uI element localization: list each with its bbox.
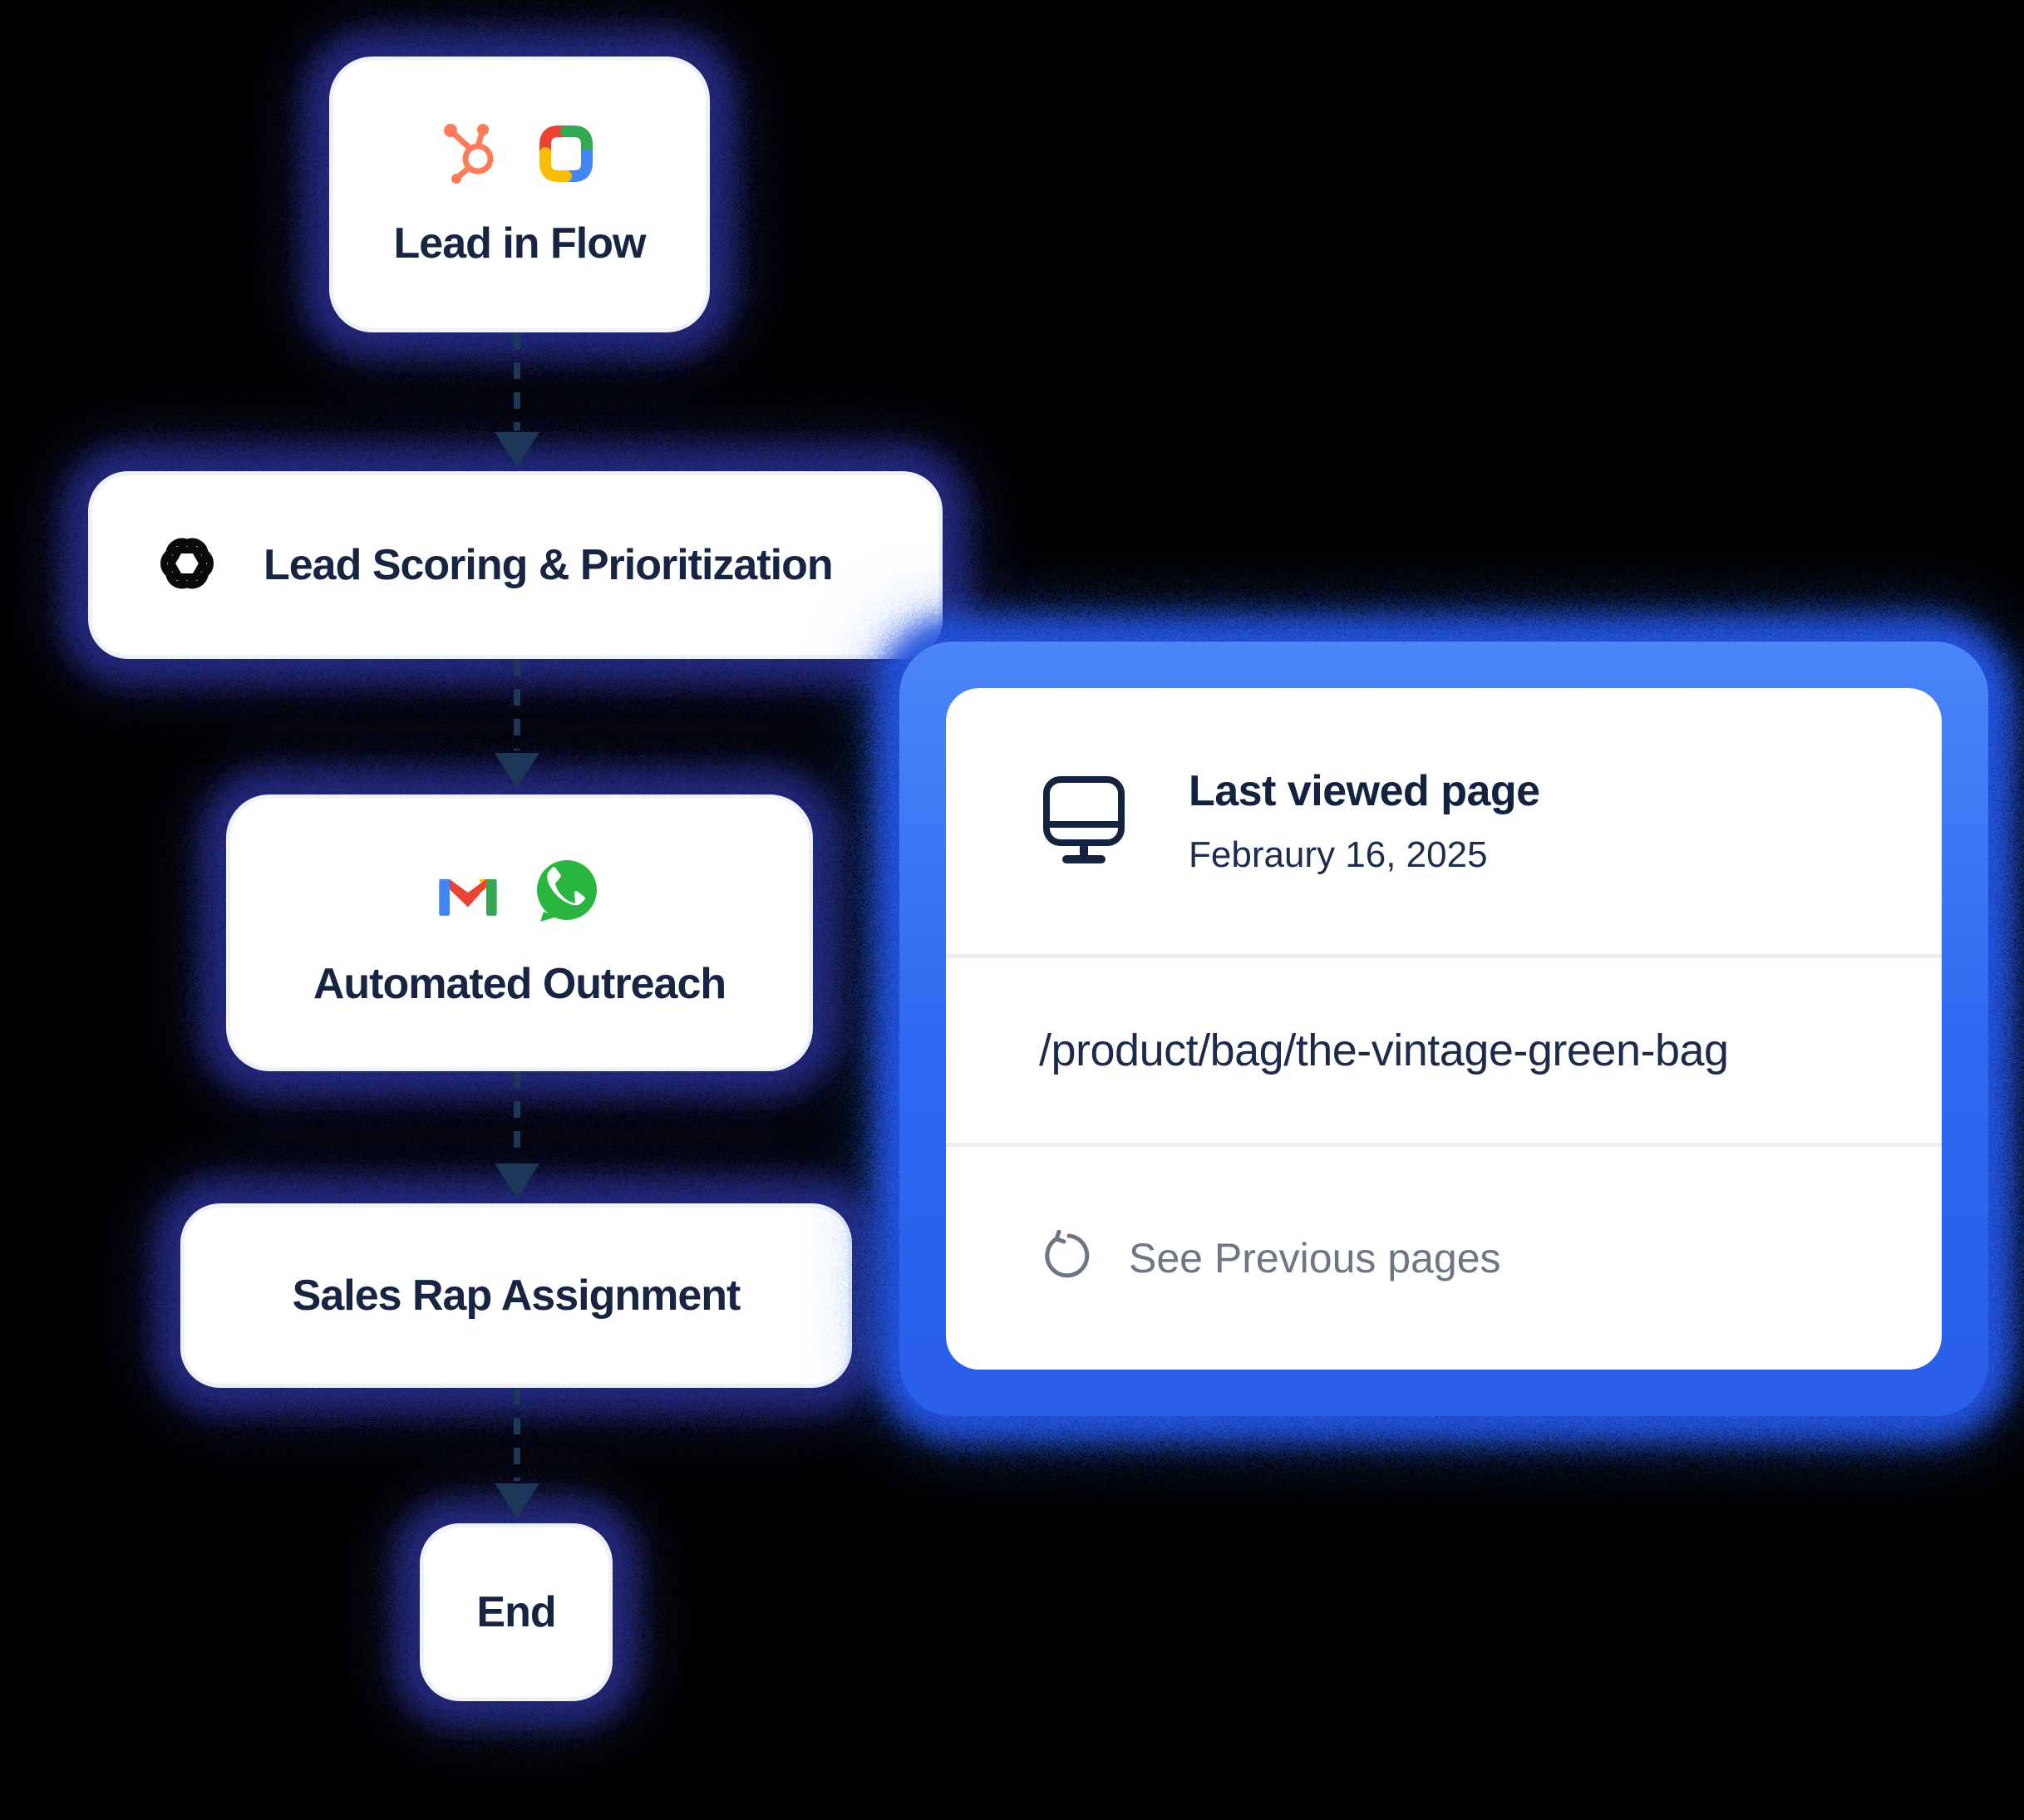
node-label: Automated Outreach: [313, 960, 726, 1008]
detail-card: Last viewed page Febraury 16, 2025 /prod…: [899, 642, 1988, 1416]
last-viewed-url: /product/bag/the-vintage-green-bag: [1039, 1026, 1729, 1075]
hubspot-icon: [441, 122, 500, 189]
whatsapp-icon: [532, 857, 602, 931]
node-icon-row: [437, 857, 602, 931]
flow-node-lead-in-flow[interactable]: Lead in Flow: [329, 57, 710, 332]
openai-icon: [147, 524, 227, 607]
node-icon-row: [441, 121, 598, 190]
detail-card-title: Last viewed page: [1189, 767, 1540, 815]
connector-line: [514, 1071, 520, 1161]
connector-arrow: [495, 1483, 539, 1518]
connector-line: [514, 659, 520, 750]
flow-node-automated-outreach[interactable]: Automated Outreach: [226, 794, 813, 1071]
monitor-icon: [1039, 773, 1129, 870]
gmail-icon: [437, 868, 499, 920]
flow-node-end[interactable]: End: [420, 1523, 613, 1701]
node-label: Sales Rap Assignment: [292, 1272, 741, 1320]
detail-card-header-text: Last viewed page Febraury 16, 2025: [1189, 766, 1540, 876]
detail-card-body: Last viewed page Febraury 16, 2025 /prod…: [946, 688, 1942, 1370]
see-previous-pages-label: See Previous pages: [1129, 1235, 1501, 1281]
google-workspace-icon: [534, 121, 598, 190]
detail-card-url-row: /product/bag/the-vintage-green-bag: [946, 958, 1942, 1143]
connector-arrow: [495, 432, 539, 467]
node-label: Lead Scoring & Prioritization: [263, 541, 834, 589]
flow-node-sales-rep-assignment[interactable]: Sales Rap Assignment: [180, 1203, 852, 1388]
connector-line: [514, 332, 520, 430]
see-previous-pages-button[interactable]: See Previous pages: [946, 1147, 1942, 1370]
connector-line: [514, 1388, 520, 1481]
flow-node-lead-scoring[interactable]: Lead Scoring & Prioritization: [88, 471, 943, 659]
history-icon: [1039, 1229, 1091, 1287]
connector-arrow: [495, 753, 539, 788]
detail-card-header: Last viewed page Febraury 16, 2025: [946, 688, 1942, 954]
node-label: Lead in Flow: [393, 219, 647, 268]
detail-card-date: Febraury 16, 2025: [1189, 834, 1488, 875]
connector-arrow: [495, 1163, 539, 1198]
node-label: End: [476, 1588, 556, 1636]
